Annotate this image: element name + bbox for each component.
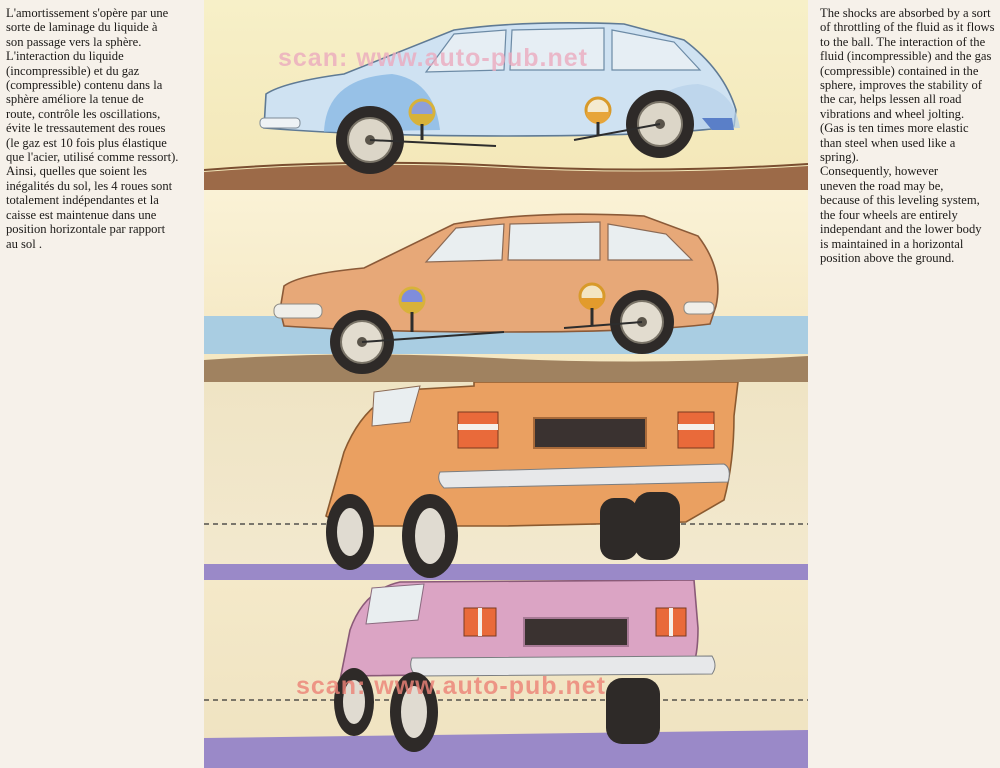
right-rear-wheel	[606, 678, 660, 744]
english-text-column: The shocks are absorbed by a sort of thr…	[820, 6, 996, 265]
ground-soil	[204, 354, 808, 382]
blue-car-illustration	[204, 22, 808, 190]
rear-bumper	[410, 655, 716, 677]
french-text-column: L'amortissement s'opère par une sorte de…	[6, 6, 196, 251]
pink-car-rear-illustration	[204, 580, 808, 768]
rear-bumper	[438, 463, 730, 489]
orange-car-illustration	[204, 213, 808, 382]
right-rear-wheel	[634, 492, 680, 560]
ground-soil	[204, 164, 808, 190]
panel-pink-car-rear	[204, 580, 808, 768]
french-paragraph: L'amortissement s'opère par une sorte de…	[6, 6, 179, 251]
road-surface	[204, 730, 808, 768]
illustration-strip	[204, 0, 808, 768]
license-plate	[533, 417, 647, 449]
license-plate	[523, 617, 629, 647]
panel-orange-car-rear	[204, 382, 808, 580]
english-paragraph: The shocks are absorbed by a sort of thr…	[820, 6, 995, 265]
panel-blue-car-side	[204, 0, 808, 190]
panel-orange-car-side	[204, 190, 808, 382]
road-surface	[204, 564, 808, 580]
orange-car-rear-illustration	[204, 382, 808, 580]
